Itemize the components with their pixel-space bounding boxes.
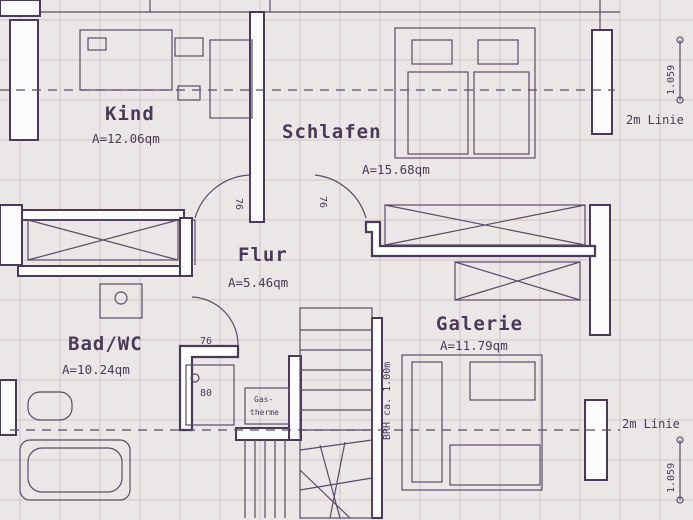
room-area-galerie: A=11.79qm	[440, 338, 508, 353]
two-meter-line-label-bottom: 2m Linie	[622, 417, 680, 431]
door-swings	[191, 174, 367, 347]
gas-therme-box	[244, 387, 290, 425]
dimension-marks	[676, 36, 684, 504]
bad-fixtures	[19, 283, 235, 501]
staircase	[244, 307, 373, 519]
room-area-kind: A=12.06qm	[92, 131, 160, 146]
brh-label: BRH ca. 1.00m	[382, 362, 393, 440]
room-name-kind: Kind	[105, 103, 155, 125]
room-area-flur: A=5.46qm	[228, 275, 288, 290]
dimension-top: 1.059	[666, 65, 677, 95]
door-width-kind: 76	[233, 198, 244, 210]
room-name-bad: Bad/WC	[68, 333, 143, 355]
door-width-schlafen: 76	[317, 196, 328, 208]
schlafen-furniture	[384, 27, 586, 301]
room-name-schlafen: Schlafen	[282, 121, 382, 143]
room-name-galerie: Galerie	[436, 313, 523, 335]
room-area-schlafen: A=15.68qm	[362, 162, 430, 177]
top-roof-edge	[0, 0, 620, 30]
room-area-bad: A=10.24qm	[62, 362, 130, 377]
gas-label-1: Gas-	[254, 395, 273, 404]
gas-label-2: therme	[250, 408, 279, 417]
room-name-flur: Flur	[238, 244, 288, 266]
kind-furniture	[27, 29, 253, 261]
dimension-bottom: 1.059	[666, 463, 677, 493]
shower-size: 80	[200, 388, 212, 399]
galerie-furniture	[401, 354, 543, 491]
door-width-bad: 76	[200, 336, 212, 347]
two-meter-line-label-top: 2m Linie	[626, 113, 684, 127]
walls	[0, 11, 613, 519]
